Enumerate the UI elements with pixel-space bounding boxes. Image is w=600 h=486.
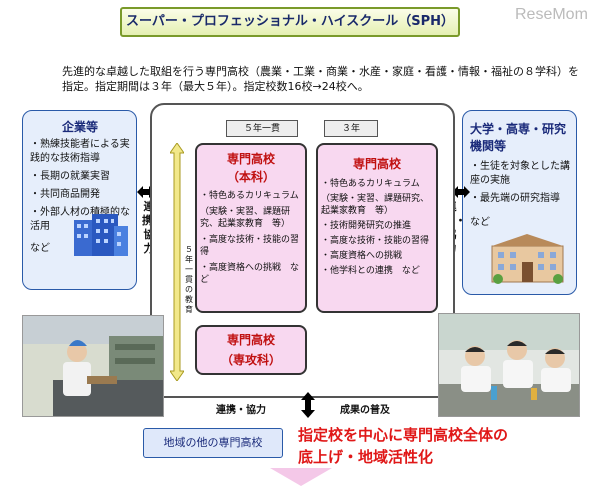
- university-title: 大学・高専・研究機関等: [470, 122, 567, 153]
- five-year-vertical-arrow: [170, 143, 184, 381]
- photo-laboratory: [438, 313, 580, 417]
- photo-workshop: [22, 315, 164, 417]
- university-item: ・最先端の研究指導: [470, 193, 560, 204]
- vocational-three-year-box: [316, 143, 438, 313]
- headline-line-1: 指定校を中心に専門高校全体の: [298, 426, 509, 444]
- company-box: [22, 110, 137, 290]
- vocational-three-year-item: （実験・実習、課題研究、起業家教育 等）: [321, 194, 430, 216]
- building-icon: [74, 214, 128, 256]
- headline-line-2: 底上げ・地域活性化: [298, 448, 434, 466]
- university-item: ・生徒を対象とした講座の実施: [470, 161, 570, 186]
- school-building-icon: [491, 234, 564, 284]
- watermark-logo: ReseMom: [515, 6, 588, 23]
- university-list: ・生徒を対象とした講座の実施 ・最先端の研究指導 など: [470, 160, 574, 230]
- vocational-three-year-item: ・高度な技術・技能の習得: [321, 236, 430, 246]
- down-arrow-shape: [270, 468, 332, 486]
- vocational-three-year-title: 専門高校: [352, 157, 401, 171]
- company-title: 企業等: [62, 120, 99, 134]
- company-item: ・長期の就業実習: [30, 171, 110, 182]
- workshop-photo-illustration: [23, 316, 163, 416]
- vocational-three-year-item: ・特色あるカリキュラム: [321, 179, 420, 189]
- laboratory-photo-illustration: [439, 314, 579, 416]
- company-list: ・熟練技能者による実践的な技術指導 ・長期の就業実習 ・共同商品開発 ・外部人材…: [30, 138, 134, 256]
- page-title: スーパー・プロフェッショナル・ハイスクール（SPH）: [126, 14, 454, 29]
- vocational-main-item: （実験・実習、課題研究、起業家教育 等）: [200, 207, 291, 229]
- company-item: ・外部人材の積極的な活用: [30, 207, 130, 232]
- company-item: ・熟練技能者による実践的な技術指導: [30, 139, 130, 164]
- advanced-course-box: [195, 325, 307, 375]
- vocational-main-box: [195, 143, 307, 313]
- vocational-three-year-item: ・高度資格への挑戦: [321, 251, 403, 261]
- vocational-three-year-item: ・技術開発研究の推進: [321, 221, 412, 231]
- vocational-main-list: ・特色あるカリキュラム （実験・実習、課題研究、起業家教育 等） ・高度な技術・…: [200, 190, 304, 286]
- bottom-spread-label: 成果の普及: [340, 405, 390, 416]
- bottom-link-label: 連携・協力: [216, 405, 266, 416]
- right-double-arrow: [452, 186, 470, 198]
- advanced-course-subtitle: （専攻科）: [220, 353, 281, 367]
- intro-text: 先進的な卓越した取組を行う専門高校（農業・工業・商業・水産・家庭・看護・情報・福…: [62, 64, 582, 94]
- vocational-three-year-list: ・特色あるカリキュラム （実験・実習、課題研究、起業家教育 等） ・技術開発研究…: [321, 178, 437, 277]
- university-more: など: [470, 217, 490, 228]
- vocational-main-item: ・高度な技術・技能の習得: [200, 235, 300, 257]
- vertical-double-arrow: [301, 392, 315, 418]
- title-frame: [120, 7, 460, 37]
- region-schools-box: 地域の他の専門高校: [143, 428, 283, 458]
- vocational-main-subtitle: （本科）: [226, 170, 275, 184]
- vocational-main-title: 専門高校: [226, 152, 275, 166]
- company-item: ・共同商品開発: [30, 189, 100, 200]
- company-more: など: [30, 243, 50, 254]
- vocational-main-item: ・高度資格への挑戦 など: [200, 263, 300, 285]
- five-year-edu-label: ５年一貫の教育: [185, 245, 193, 314]
- five-year-tag: ５年一貫: [226, 120, 298, 137]
- intro-line-1: 先進的な卓越した取組を行う専門高校（農業・工業・商業・水産・家庭・看護・情報・福…: [62, 65, 579, 78]
- vocational-main-item: ・特色あるカリキュラム: [200, 191, 299, 201]
- advanced-course-title: 専門高校: [226, 333, 275, 347]
- three-year-tag: ３年: [324, 120, 378, 137]
- intro-line-2: 指定。指定期間は３年（最大５年）。指定校数16校→24校へ。: [62, 80, 369, 93]
- vocational-three-year-item: ・他学科との連携 など: [321, 266, 420, 276]
